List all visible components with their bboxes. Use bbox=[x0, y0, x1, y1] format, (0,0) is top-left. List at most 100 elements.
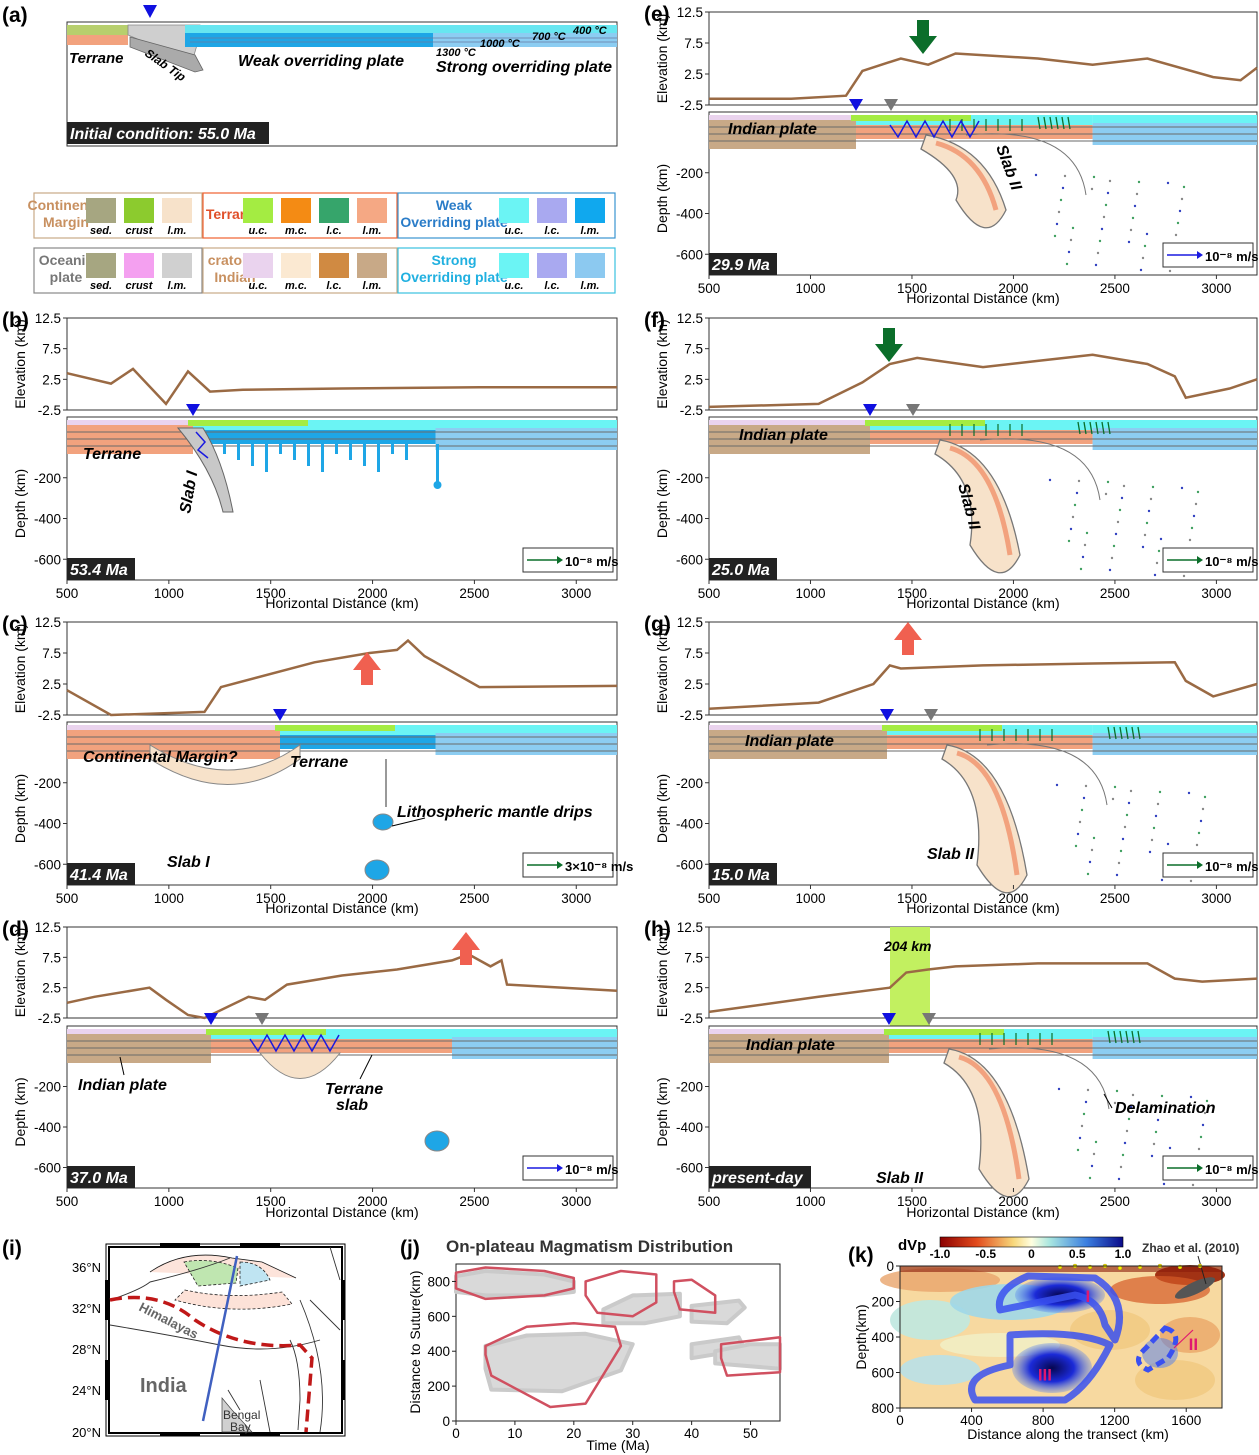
legend-item-label: l.c. bbox=[544, 280, 559, 292]
lat-28: 28°N bbox=[72, 1342, 101, 1357]
colorbar-tick: 0 bbox=[1028, 1247, 1035, 1261]
label-terrane: Terrane bbox=[290, 754, 348, 771]
x-label: Horizontal Distance (km) bbox=[265, 595, 418, 611]
depth-tick: -400 bbox=[676, 512, 703, 527]
legend-swatch bbox=[162, 198, 192, 223]
label-indian: Indian plate bbox=[728, 121, 817, 138]
panel-i: (i) Himalayas India Bengal Bay 36°N 32°N… bbox=[2, 1237, 346, 1440]
legend-swatch bbox=[243, 253, 273, 278]
elev-ylabel: Elevation (km) bbox=[654, 624, 670, 713]
panel-c-letter: (c) bbox=[2, 613, 28, 636]
elevation-line bbox=[708, 353, 1258, 409]
elev-tick: 12.5 bbox=[677, 920, 703, 935]
x-tick: 1500 bbox=[256, 1194, 286, 1209]
legend-swatch bbox=[499, 253, 529, 278]
x-tick: 2000 bbox=[358, 586, 388, 601]
left-plate bbox=[709, 725, 887, 759]
legend-item-label: l.m. bbox=[168, 280, 187, 292]
suture-marker bbox=[882, 1013, 896, 1025]
elev-tick: 7.5 bbox=[684, 36, 703, 51]
legend-item-label: l.m. bbox=[168, 225, 187, 237]
j-y-tick: 600 bbox=[427, 1309, 450, 1324]
x-tick: 1500 bbox=[897, 891, 927, 906]
velocity-scale bbox=[522, 547, 614, 573]
slab-ii bbox=[920, 134, 1007, 229]
elevation-line bbox=[66, 367, 617, 406]
slab-ii bbox=[943, 1048, 1030, 1198]
margin-fold bbox=[149, 744, 301, 785]
elev-tick: 7.5 bbox=[42, 950, 61, 965]
elev-tick: 7.5 bbox=[42, 646, 61, 661]
suture-marker bbox=[863, 404, 877, 416]
label-terrane_slab_2: slab bbox=[336, 1097, 368, 1114]
magmatism-outline bbox=[484, 1322, 623, 1409]
depth-ylabel: Depth (km) bbox=[654, 774, 670, 843]
x-tick: 2500 bbox=[1100, 586, 1130, 601]
label-slab: Slab I bbox=[167, 854, 210, 871]
legend-swatch bbox=[281, 198, 311, 223]
x-label: Horizontal Distance (km) bbox=[906, 595, 1059, 611]
anomaly-label: III bbox=[1038, 1365, 1052, 1384]
time-label: 15.0 Ma bbox=[712, 867, 770, 884]
legend-swatch bbox=[357, 198, 387, 223]
label-strong-plate: Strong overriding plate bbox=[436, 59, 612, 76]
magmatism-region bbox=[713, 1342, 782, 1371]
depth-tick: -600 bbox=[676, 247, 703, 262]
elev-tick: 2.5 bbox=[684, 677, 703, 692]
x-tick: 1000 bbox=[795, 586, 825, 601]
label-drips: Lithospheric mantle drips bbox=[397, 804, 593, 821]
elev-tick: 12.5 bbox=[677, 615, 703, 630]
elev-ylabel: Elevation (km) bbox=[654, 928, 670, 1017]
legend-swatch bbox=[124, 253, 154, 278]
x-label: Horizontal Distance (km) bbox=[265, 1204, 418, 1220]
lat-24: 24°N bbox=[72, 1383, 101, 1398]
subsidence-arrow bbox=[875, 328, 903, 362]
x-tick: 3000 bbox=[561, 586, 591, 601]
x-tick: 3000 bbox=[1201, 586, 1231, 601]
time-box bbox=[67, 558, 135, 580]
terrane-front-marker bbox=[924, 709, 938, 721]
elev-tick: -2.5 bbox=[680, 708, 703, 723]
elev-tick: 7.5 bbox=[684, 342, 703, 357]
legend-item-label: crust bbox=[126, 280, 154, 292]
elevation-frame bbox=[66, 926, 618, 1019]
elev-tick: 12.5 bbox=[677, 5, 703, 20]
j-y-tick: 800 bbox=[427, 1274, 450, 1289]
panel-i-letter: (i) bbox=[2, 1237, 22, 1260]
depth-tick: -600 bbox=[34, 1161, 61, 1176]
x-tick: 3000 bbox=[1201, 281, 1231, 296]
mid-plate bbox=[870, 430, 1093, 444]
label-indian: Indian plate bbox=[745, 733, 834, 750]
velocity-vectors bbox=[889, 119, 980, 139]
map-label-bengal: Bengal bbox=[223, 1408, 260, 1422]
legend-swatch bbox=[124, 198, 154, 223]
depth-tick: -200 bbox=[34, 471, 61, 486]
panel-h-letter: (h) bbox=[644, 918, 671, 941]
x-tick: 1500 bbox=[256, 586, 286, 601]
depth-tick: -600 bbox=[34, 552, 61, 567]
depth-ylabel: Depth (km) bbox=[12, 469, 28, 538]
legend-title: Weak bbox=[436, 197, 473, 213]
velocity-label: 10⁻⁸ m/s bbox=[1205, 1162, 1258, 1177]
legend-title: Strong bbox=[431, 252, 476, 268]
elev-tick: 12.5 bbox=[35, 615, 61, 630]
x-tick: 3000 bbox=[561, 891, 591, 906]
legend-swatch bbox=[575, 253, 605, 278]
left-plate bbox=[709, 115, 856, 149]
elev-tick: -2.5 bbox=[38, 403, 61, 418]
legend-swatch bbox=[319, 253, 349, 278]
magmatism-regions bbox=[454, 1266, 782, 1409]
velocity-label: 10⁻⁸ m/s bbox=[1205, 249, 1258, 264]
depth-ylabel: Depth (km) bbox=[654, 469, 670, 538]
legend-item-label: l.c. bbox=[326, 225, 341, 237]
legend-swatch bbox=[162, 253, 192, 278]
x-tick: 1500 bbox=[897, 281, 927, 296]
